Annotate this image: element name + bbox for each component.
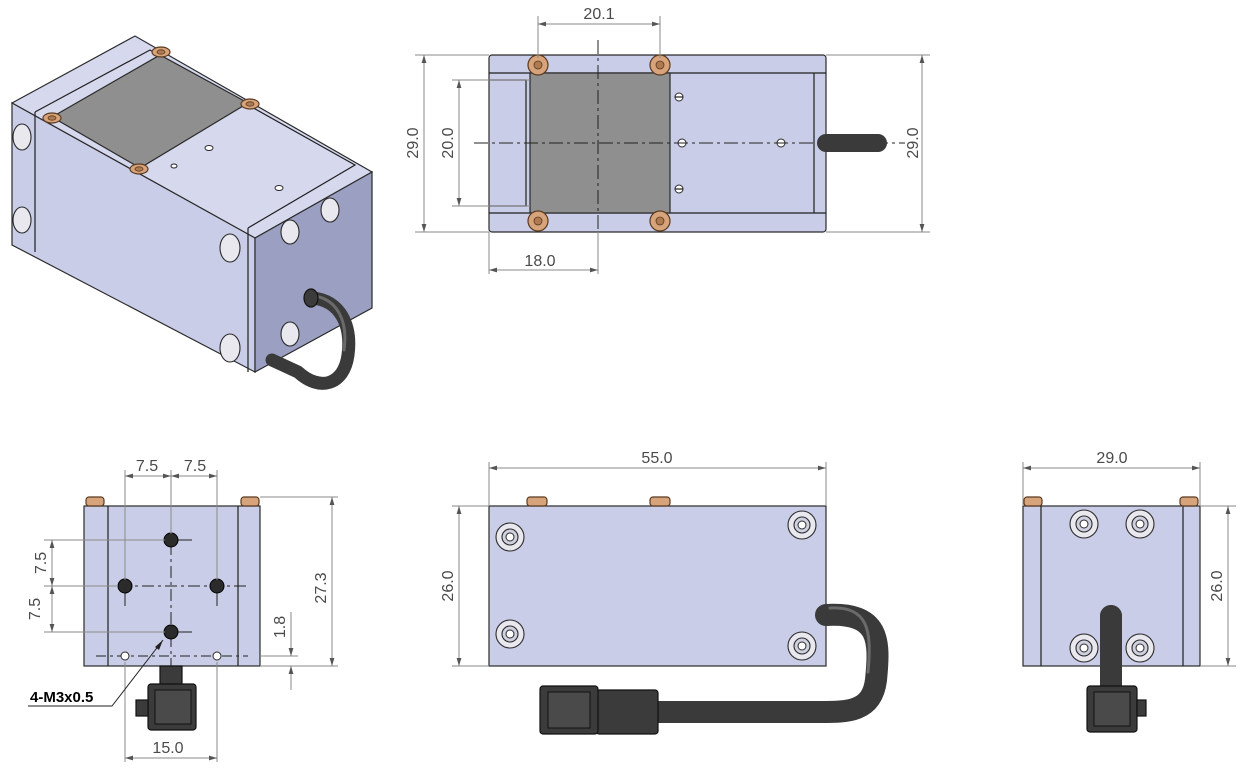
dim-7.5-right: 7.5 (184, 458, 206, 475)
dim-55.0: 55.0 (641, 450, 672, 467)
side-holes (495, 510, 817, 661)
dim-7.5-lower: 7.5 (27, 598, 44, 620)
dim-29.0-right: 29.0 (905, 127, 922, 158)
isometric-view (10, 35, 374, 390)
dim-26.0-side: 26.0 (440, 570, 457, 601)
dim-7.5-upper: 7.5 (33, 552, 50, 574)
top-view: 20.1 29.0 20.0 29.0 18.0 (405, 6, 930, 274)
dim-1.8: 1.8 (272, 616, 289, 638)
iso-screw-group (42, 46, 260, 175)
front-view: 7.5 7.5 7.5 7.5 27.3 1.8 15.0 4-M3x0.5 (27, 458, 338, 762)
dim-15.0: 15.0 (152, 740, 183, 757)
dim-27.3: 27.3 (313, 572, 330, 603)
end-holes (1069, 509, 1155, 663)
dim-29.0-end: 29.0 (1096, 450, 1127, 467)
dim-20.0: 20.0 (440, 127, 457, 158)
dim-7.5-left: 7.5 (136, 458, 158, 475)
dim-20.1: 20.1 (583, 6, 614, 23)
dim-26.0-end: 26.0 (1209, 570, 1226, 601)
dim-18.0: 18.0 (524, 253, 555, 270)
end-view: 29.0 26.0 (1022, 450, 1236, 733)
dim-29.0-left: 29.0 (405, 127, 422, 158)
thread-note: 4-M3x0.5 (30, 689, 93, 706)
side-view: 55.0 26.0 (440, 450, 889, 735)
